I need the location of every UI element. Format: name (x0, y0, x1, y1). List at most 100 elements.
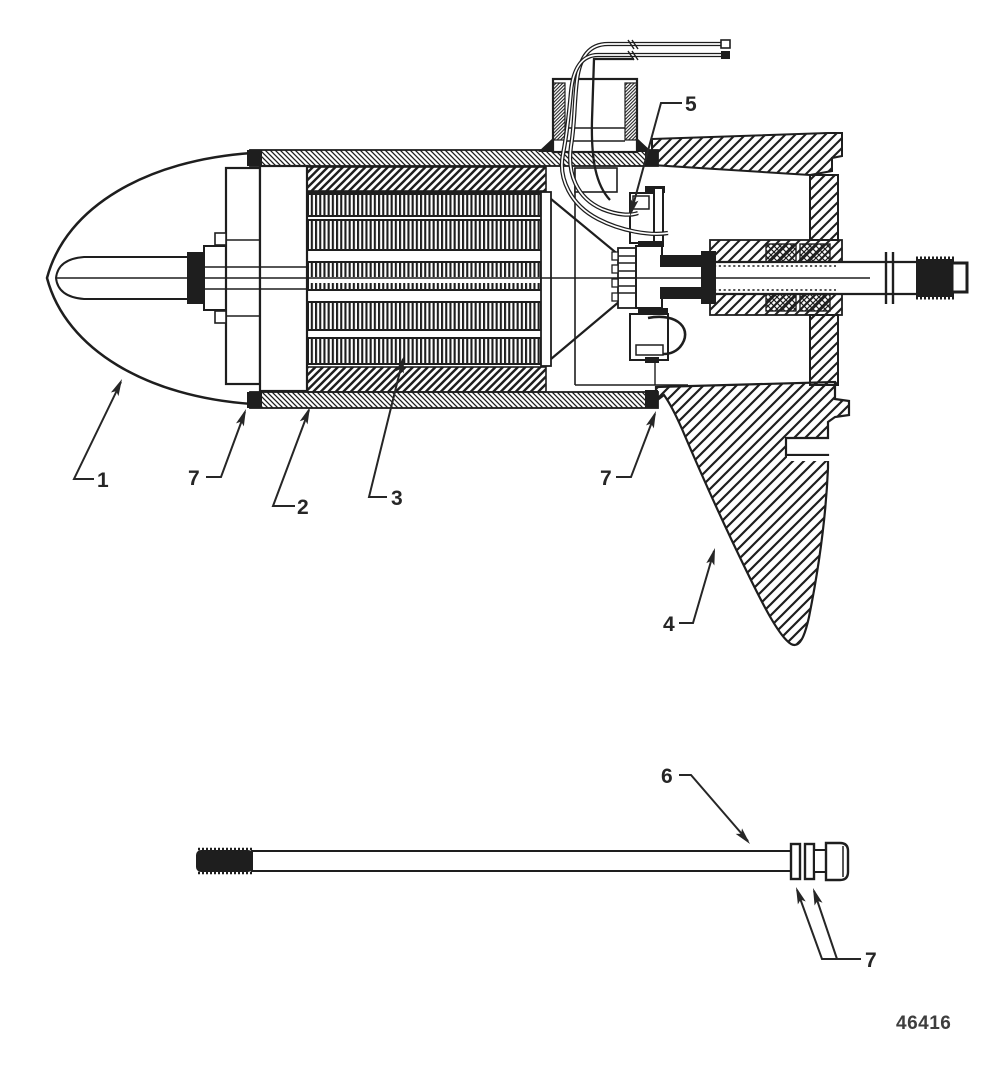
brush-contact (638, 308, 668, 315)
wire-terminal (720, 39, 731, 49)
housing-rear-wall-lower (809, 314, 839, 386)
callout-7-left: 7 (188, 409, 246, 490)
leader-line (72, 381, 122, 480)
arrowhead (706, 548, 715, 566)
fitting-fillet (538, 138, 553, 152)
arrowhead (813, 888, 823, 906)
arrowhead (645, 411, 656, 429)
callout-7-right: 7 (600, 411, 656, 490)
cable-tick (631, 39, 639, 50)
callouts: 1 7 2 3 5 7 4 (72, 93, 877, 972)
brush-bracket (645, 357, 659, 363)
arrowhead (630, 198, 639, 216)
bolt-head (824, 841, 850, 882)
callout-5-label: 5 (685, 93, 697, 116)
commutator (611, 245, 663, 309)
arrowhead (235, 409, 246, 427)
bolt-shank (251, 850, 795, 872)
through-bolt (196, 841, 850, 882)
leader-line (630, 102, 682, 214)
leader-line (206, 411, 246, 478)
brush-assembly-bottom (629, 308, 687, 363)
cable-tick (627, 39, 635, 50)
callout-6-label: 6 (661, 765, 673, 788)
callout-1: 1 (72, 379, 122, 492)
magnet-bottom (306, 366, 547, 393)
commutator-lead (660, 287, 705, 299)
housing-screw (247, 150, 262, 166)
shaft-threaded-end (916, 259, 954, 297)
drive-shaft (660, 251, 969, 304)
callout-5: 5 (630, 93, 697, 216)
bearing (799, 243, 831, 263)
bearing (799, 292, 831, 312)
armature-cone-line (550, 300, 621, 360)
wire-fitting (538, 77, 652, 154)
arrowhead (110, 379, 122, 397)
cable-tick (627, 50, 635, 61)
skeg-slot-gap (787, 456, 835, 461)
callout-6: 6 (661, 765, 750, 844)
motor-housing-tube (247, 149, 659, 409)
washer (803, 842, 816, 881)
leader-line (271, 409, 310, 507)
wire-cable-core (561, 54, 722, 235)
arrowhead (395, 356, 404, 374)
wire-terminal (721, 51, 730, 59)
armature-end-ring (540, 191, 552, 367)
shaft-end-cap (950, 261, 969, 294)
commutator-tooth (611, 264, 619, 274)
brush-contact (638, 241, 664, 247)
armature-lamination-band (307, 337, 542, 365)
bearing (765, 292, 797, 312)
cable-tick (631, 50, 639, 61)
callout-2: 2 (271, 407, 310, 519)
wire-lead (590, 57, 634, 201)
motor-wires (559, 39, 731, 236)
leader-line (813, 890, 838, 960)
bearing (765, 243, 797, 263)
arrowhead (299, 407, 310, 425)
fitting-thread (552, 82, 566, 141)
callout-4-label: 4 (663, 613, 675, 636)
leader-line (679, 774, 749, 842)
housing-top-flange (651, 132, 843, 177)
callout-2-label: 2 (297, 496, 309, 519)
fitting-thread (624, 82, 638, 141)
leader-line (616, 413, 656, 478)
callout-1-label: 1 (97, 469, 109, 492)
commutator-tooth (611, 292, 619, 302)
skeg (654, 380, 851, 647)
armature-cone-line (550, 198, 621, 257)
armature (307, 191, 621, 367)
armature-lamination-band (307, 301, 542, 331)
callout-7-bottom: 7 (796, 887, 877, 972)
front-end-plate (224, 166, 262, 386)
callout-3-label: 3 (391, 487, 403, 510)
leader-line (679, 550, 715, 624)
housing-tube-bottom (249, 391, 659, 409)
housing-rear-wall-upper (809, 174, 839, 241)
bolt-neck (813, 849, 827, 873)
brush-bracket-arm (653, 187, 664, 247)
arrowhead (796, 887, 806, 905)
leader-line (367, 358, 404, 498)
commutator-lead (660, 255, 705, 267)
commutator-tooth (611, 278, 619, 288)
arrowhead (735, 828, 750, 844)
callout-7-left-label: 7 (188, 467, 200, 490)
leader-line (796, 889, 861, 960)
commutator-hub-block (635, 245, 663, 309)
magnet-top (306, 166, 547, 192)
drawing-number: 46416 (896, 1013, 951, 1034)
brush (635, 344, 664, 356)
end-housing (651, 132, 843, 386)
end-plate-notch (214, 310, 227, 324)
armature-lamination-band (307, 219, 542, 251)
callout-7-right-label: 7 (600, 467, 612, 490)
callout-4: 4 (663, 548, 715, 636)
field-magnets (306, 166, 547, 393)
washer (789, 842, 802, 881)
